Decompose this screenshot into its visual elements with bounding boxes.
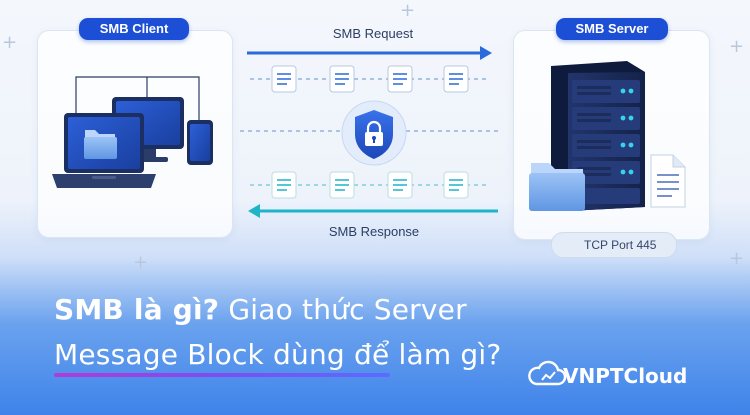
port-badge: TCP Port 445 [551, 232, 677, 258]
phone-icon [187, 120, 213, 165]
plus-decoration-icon: + [729, 36, 745, 57]
folder-icon [529, 163, 585, 211]
document-icon [650, 154, 686, 208]
headline-line-2: Message Block dùng để làm gì? [54, 338, 502, 371]
plus-decoration-icon: + [133, 252, 149, 273]
plus-decoration-icon: + [400, 0, 416, 21]
headline-bold: SMB là gì? [54, 293, 220, 326]
request-arrow [247, 46, 492, 60]
request-label: SMB Request [332, 26, 414, 41]
headline-underline [54, 373, 390, 377]
response-arrow [248, 204, 498, 218]
headline-line-1: SMB là gì? Giao thức Server [54, 293, 467, 326]
plus-decoration-icon: + [729, 248, 745, 269]
headline-line-1-rest: Giao thức Server [219, 293, 467, 326]
cloud-icon [528, 360, 567, 386]
lock-shield-icon [341, 100, 407, 166]
port-label: TCP Port 445 [584, 238, 657, 252]
plus-decoration-icon: + [2, 32, 18, 53]
brand-logo-text: VNPTCloud [563, 364, 688, 388]
server-label: SMB Server [556, 18, 668, 40]
client-label: SMB Client [79, 18, 189, 40]
response-label: SMB Response [328, 224, 420, 239]
folder-icon [84, 130, 117, 159]
